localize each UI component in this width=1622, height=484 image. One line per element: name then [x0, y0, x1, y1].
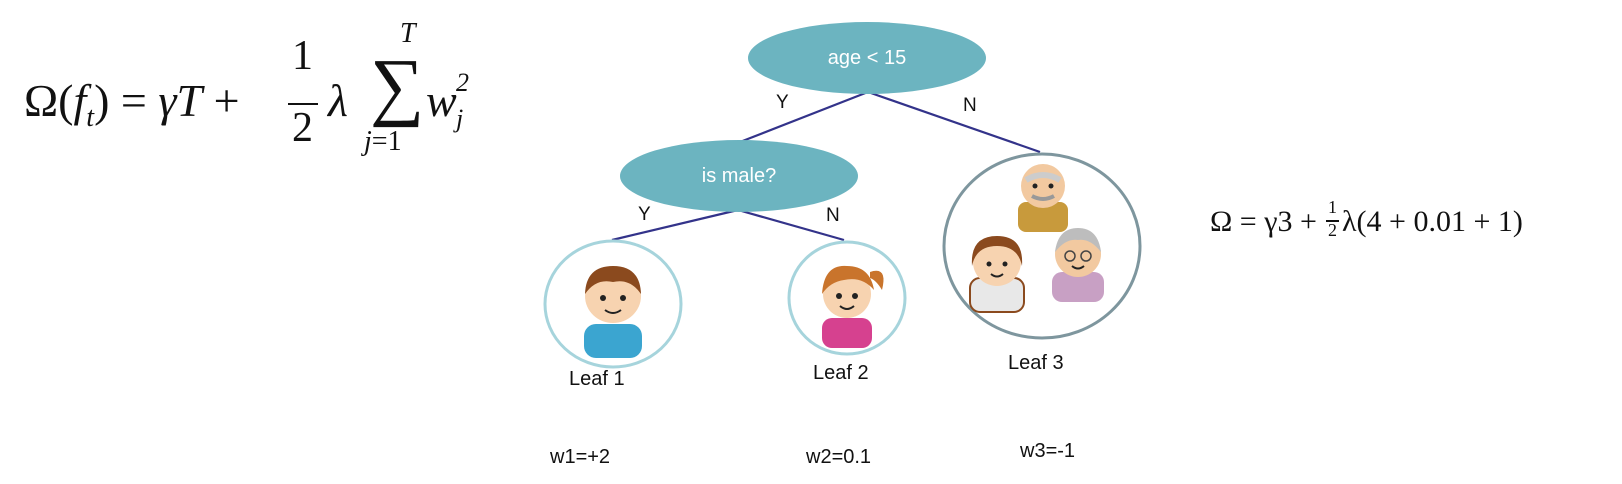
w-term: w: [426, 75, 457, 126]
computed-lhs: Ω = γ3 +: [1210, 205, 1317, 238]
root-yes-label: Y: [776, 92, 789, 113]
edge-inner-yes: [611, 208, 739, 242]
edge-root-yes: [739, 90, 869, 144]
edge-root-no: [867, 90, 1041, 154]
sum-lower-limit: j=1: [364, 126, 402, 157]
summation-symbol: ∑: [370, 44, 425, 128]
leaf-1-weight: w1=+2: [550, 446, 611, 468]
root-node-label: age < 15: [827, 46, 907, 69]
computed-rest: λ(4 + 0.01 + 1): [1342, 205, 1523, 238]
edge-inner-no: [737, 208, 845, 242]
computed-fraction-bar: [1326, 220, 1339, 222]
fraction-bar: [288, 103, 318, 105]
lambda-symbol: λ: [328, 75, 348, 126]
inner-node: is male?: [620, 140, 858, 212]
frac-numerator: 1: [292, 33, 313, 79]
w-subscript: j: [456, 104, 464, 133]
inner-node-label: is male?: [701, 164, 777, 187]
leaf-2-label: Leaf 2: [813, 362, 869, 384]
computed-frac-num: 1: [1328, 197, 1337, 217]
boy-icon: [543, 239, 683, 369]
girl-icon: [787, 240, 907, 356]
computed-frac-den: 2: [1328, 220, 1337, 240]
sum-upper-limit: T: [400, 18, 416, 49]
inner-yes-label: Y: [638, 204, 651, 225]
leaf-2-weight: w2=0.1: [806, 446, 872, 468]
root-no-label: N: [963, 95, 977, 116]
inner-no-label: N: [826, 205, 840, 226]
root-node: age < 15: [748, 22, 986, 94]
w-superscript: 2: [456, 68, 469, 97]
family-elderly-icon: [942, 152, 1142, 340]
leaf-1-label: Leaf 1: [569, 368, 625, 390]
formula-lhs: Ω(ft) = γT +: [24, 75, 240, 134]
leaf-3-weight: w3=-1: [1020, 440, 1076, 462]
frac-denominator: 2: [292, 105, 313, 151]
leaf-3-label: Leaf 3: [1008, 352, 1064, 374]
